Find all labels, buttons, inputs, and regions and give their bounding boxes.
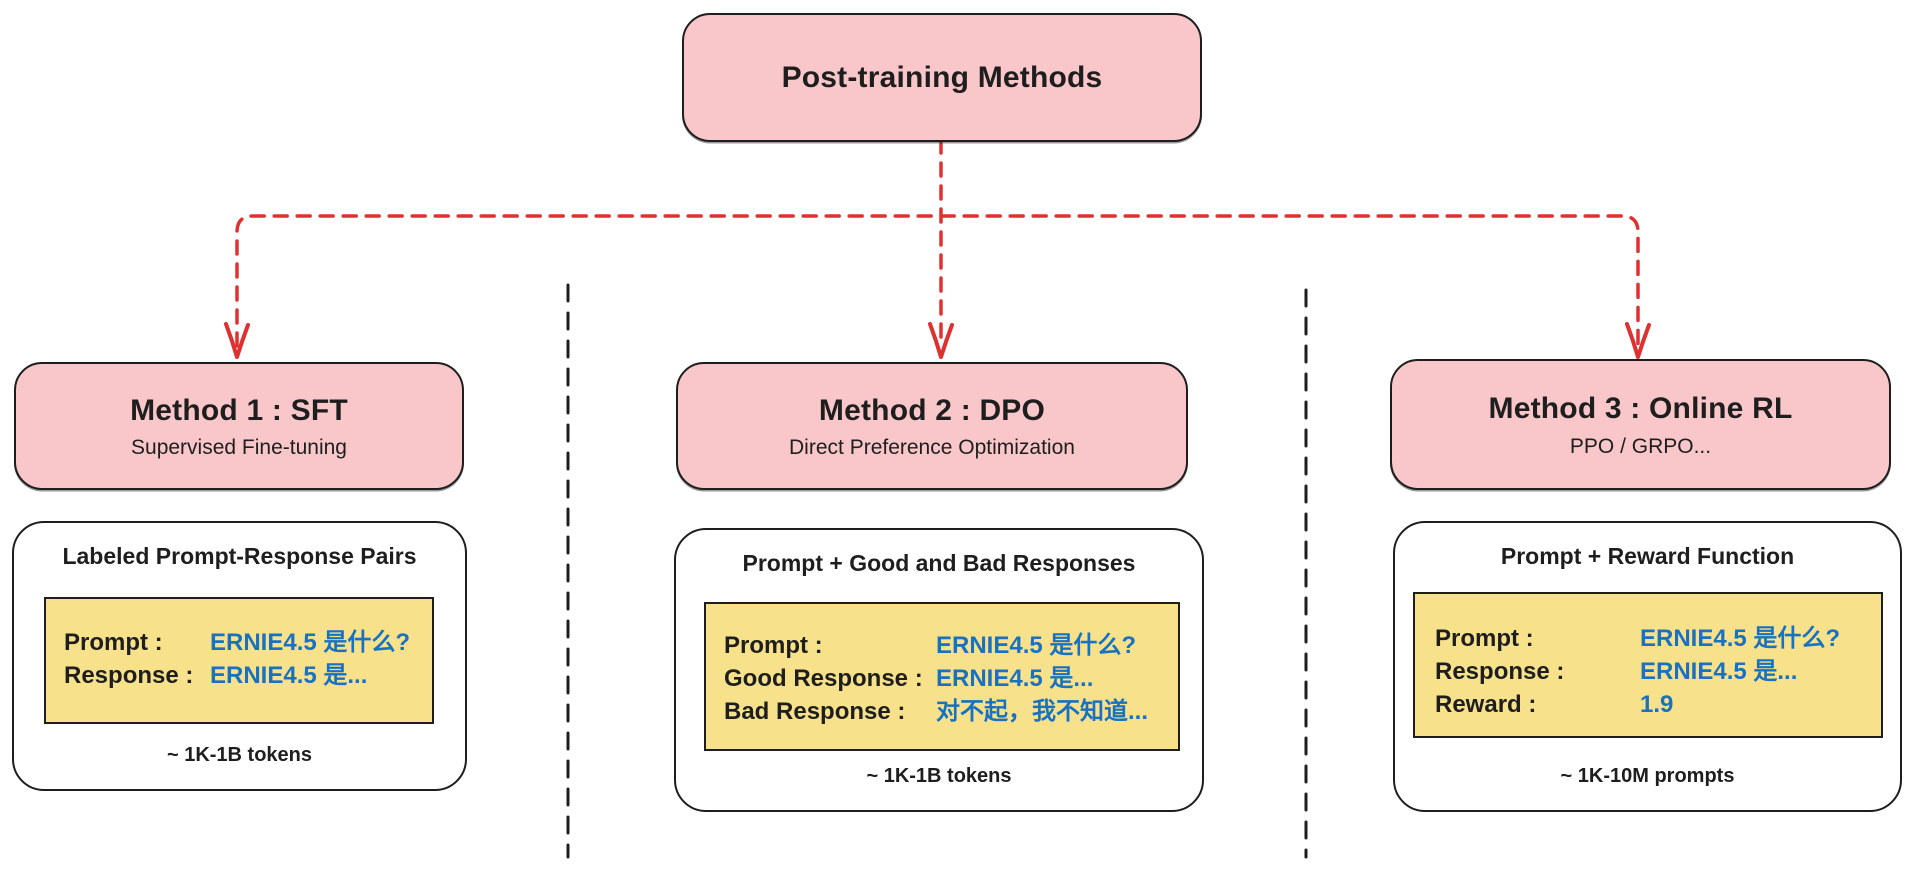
method-node-online-rl: Method 3 : Online RL PPO / GRPO... [1390,359,1891,490]
row-label: Prompt : [1435,625,1534,652]
row-label: Prompt : [64,629,163,656]
method-subtitle-online-rl: PPO / GRPO... [1569,434,1712,458]
root-node-title: Post-training Methods [781,60,1103,94]
row-value: ERNIE4.5 是... [1640,658,1798,685]
example-row: Response : ERNIE4.5 是... [1435,655,1881,688]
row-value: 1.9 [1640,691,1674,718]
scale-note-online-rl: ~ 1K-10M prompts [1560,765,1735,787]
data-card-title-dpo: Prompt + Good and Bad Responses [742,550,1136,576]
row-label: Good Response : [724,665,923,692]
root-node-post-training-methods: Post-training Methods [682,13,1202,142]
method-title-online-rl: Method 3 : Online RL [1488,392,1793,426]
row-value: 对不起，我不知道... [936,698,1149,725]
data-card-sft: Labeled Prompt-Response Pairs Prompt : E… [12,521,467,791]
example-row: Response : ERNIE4.5 是... [64,659,432,692]
scale-note-sft: ~ 1K-1B tokens [166,744,313,766]
method-title-sft: Method 1 : SFT [130,393,348,427]
row-label: Bad Response : [724,698,906,725]
data-card-dpo: Prompt + Good and Bad Responses Prompt :… [674,528,1204,812]
row-value: ERNIE4.5 是什么? [210,629,411,656]
example-box-online-rl: Prompt : ERNIE4.5 是什么? Response : ERNIE4… [1413,592,1883,738]
example-row: Bad Response : 对不起，我不知道... [724,695,1178,728]
row-label: Response : [64,662,194,689]
row-label: Reward : [1435,691,1537,718]
row-value: ERNIE4.5 是... [936,665,1094,692]
scale-note-dpo: ~ 1K-1B tokens [866,765,1012,787]
method-subtitle-sft: Supervised Fine-tuning [131,436,347,460]
method-node-sft: Method 1 : SFT Supervised Fine-tuning [14,362,464,490]
example-box-dpo: Prompt : ERNIE4.5 是什么? Good Response : E… [704,602,1180,751]
data-card-title-sft: Labeled Prompt-Response Pairs [62,543,417,569]
method-title-dpo: Method 2 : DPO [818,393,1046,427]
red-dashed-connector [235,138,1640,348]
arrowhead-sft [224,322,250,359]
row-label: Response : [1435,658,1565,685]
data-card-title-online-rl: Prompt + Reward Function [1500,543,1795,569]
method-subtitle-dpo: Direct Preference Optimization [789,436,1075,460]
row-value: ERNIE4.5 是什么? [1640,625,1841,652]
arrowhead-dpo [928,322,954,359]
example-row: Good Response : ERNIE4.5 是... [724,662,1178,695]
example-box-sft: Prompt : ERNIE4.5 是什么? Response : ERNIE4… [44,597,434,724]
example-row: Prompt : ERNIE4.5 是什么? [64,626,432,659]
data-card-online-rl: Prompt + Reward Function Prompt : ERNIE4… [1393,521,1902,812]
row-value: ERNIE4.5 是... [210,662,368,689]
example-row: Prompt : ERNIE4.5 是什么? [724,629,1178,662]
row-value: ERNIE4.5 是什么? [936,632,1137,659]
row-label: Prompt : [724,632,823,659]
arrowhead-online-rl [1625,322,1651,359]
example-row: Prompt : ERNIE4.5 是什么? [1435,622,1881,655]
method-node-dpo: Method 2 : DPO Direct Preference Optimiz… [676,362,1188,490]
example-row: Reward : 1.9 [1435,688,1881,721]
